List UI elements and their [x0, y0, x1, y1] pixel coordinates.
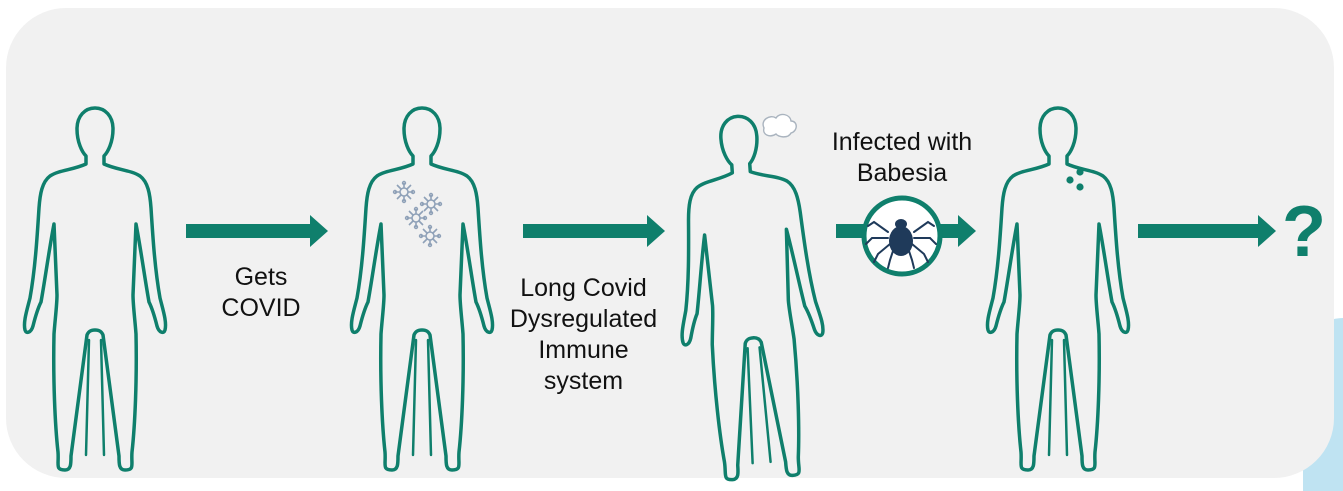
figure-4-body-icon	[987, 108, 1128, 470]
brain-fog-icon	[763, 114, 796, 136]
transition-label-babesia: Infected with Babesia	[812, 127, 992, 189]
transition-label-long-covid: Long Covid Dysregulated Immune system	[496, 273, 671, 397]
arrow-4	[1138, 215, 1276, 247]
figure-2-body-icon	[351, 108, 492, 470]
transition-label-gets-covid: Gets COVID	[206, 262, 316, 324]
tick-icon	[864, 198, 940, 274]
arrow-2	[523, 215, 665, 247]
arrow-1	[186, 215, 328, 247]
virus-icon	[394, 182, 442, 247]
outcome-question-mark: ?	[1282, 196, 1326, 268]
parasite-dots-icon	[1066, 168, 1083, 190]
figure-3-body-icon	[667, 111, 833, 482]
figure-1-body-icon	[24, 108, 165, 470]
